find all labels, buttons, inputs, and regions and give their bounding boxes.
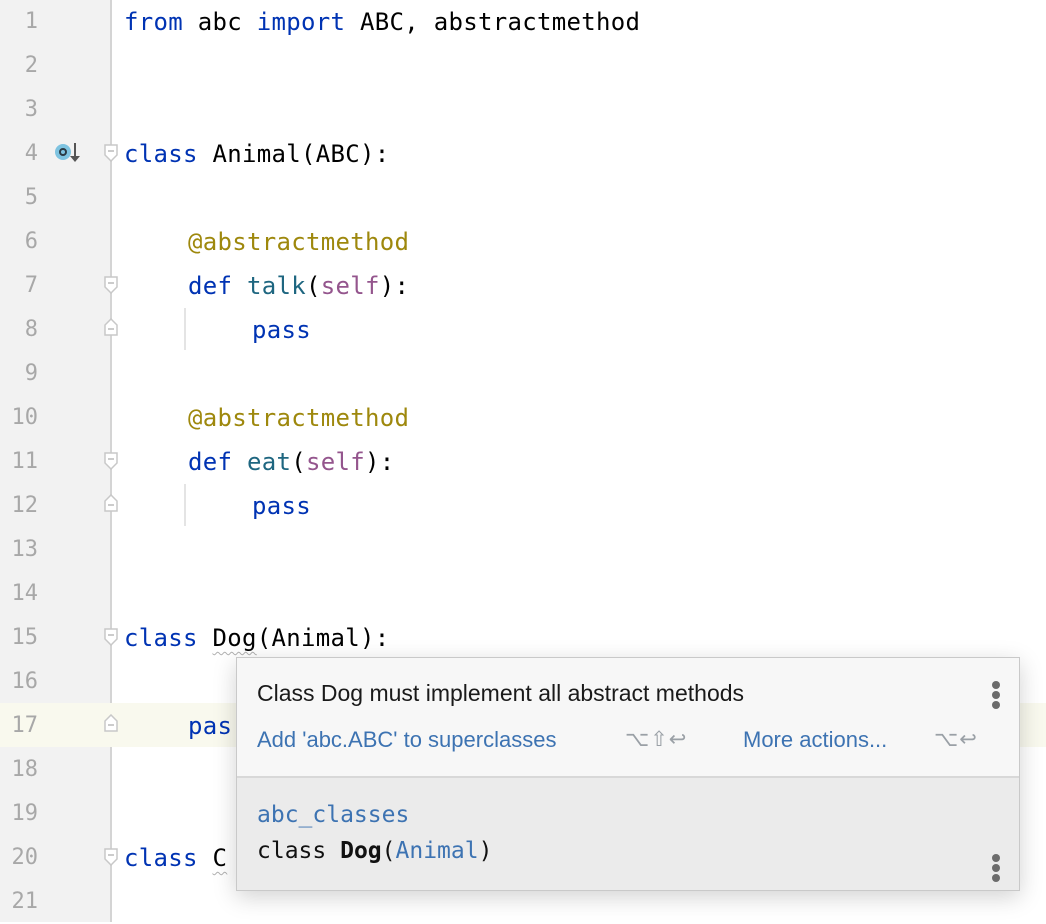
line-number: 2 bbox=[24, 53, 38, 78]
code-text: ABC, abstractmethod bbox=[345, 8, 641, 36]
indent-guide bbox=[184, 308, 186, 350]
code-text: ): bbox=[365, 448, 395, 476]
indent-guide bbox=[184, 484, 186, 526]
line-number: 15 bbox=[11, 625, 39, 650]
line-number: 3 bbox=[24, 97, 38, 122]
keyword: pas bbox=[188, 712, 233, 740]
inspection-popup: Class Dog must implement all abstract me… bbox=[236, 657, 1020, 891]
code-text: ( bbox=[306, 272, 321, 300]
line-number: 6 bbox=[24, 229, 38, 254]
self-param: self bbox=[306, 448, 365, 476]
function-name: eat bbox=[247, 448, 292, 476]
code-line-12[interactable]: pass bbox=[252, 484, 311, 528]
line-number: 9 bbox=[24, 361, 38, 386]
line-number: 4 bbox=[24, 141, 38, 166]
code-line-6[interactable]: @abstractmethod bbox=[188, 220, 409, 264]
line-number: 21 bbox=[11, 889, 39, 914]
code-line-8[interactable]: pass bbox=[252, 308, 311, 352]
line-number: 5 bbox=[24, 185, 38, 210]
code-text: (Animal): bbox=[256, 624, 390, 652]
code-line-20[interactable]: class C bbox=[124, 836, 227, 880]
code-line-1[interactable]: from abc import ABC, abstractmethod bbox=[124, 0, 640, 44]
line-number: 11 bbox=[11, 449, 39, 474]
code-line-11[interactable]: def eat(self): bbox=[188, 440, 395, 484]
keyword: import bbox=[256, 8, 346, 36]
fold-collapse-icon[interactable] bbox=[104, 848, 118, 866]
line-number: 13 bbox=[11, 537, 39, 562]
more-vertical-icon[interactable] bbox=[986, 680, 1006, 710]
code-text: Animal(ABC): bbox=[197, 140, 390, 168]
self-param: self bbox=[320, 272, 380, 300]
code-line-15[interactable]: class Dog(Animal): bbox=[124, 616, 390, 660]
line-number: 17 bbox=[11, 713, 39, 738]
class-name-warning[interactable]: C bbox=[212, 844, 228, 872]
keyword: def bbox=[188, 272, 233, 300]
line-number: 10 bbox=[11, 405, 39, 430]
more-vertical-icon[interactable] bbox=[986, 853, 1006, 883]
fold-end-icon[interactable] bbox=[104, 714, 118, 732]
fold-collapse-icon[interactable] bbox=[104, 276, 118, 294]
code-line-17[interactable]: pas bbox=[188, 704, 232, 748]
class-signature: class Dog(Animal) bbox=[257, 838, 492, 864]
code-text: ( bbox=[291, 448, 306, 476]
code-text: ): bbox=[379, 272, 410, 300]
code-line-10[interactable]: @abstractmethod bbox=[188, 396, 409, 440]
line-number: 7 bbox=[24, 273, 38, 298]
decorator: @abstractmethod bbox=[188, 404, 410, 432]
keyword: class bbox=[124, 140, 198, 168]
signature-class-name: Dog bbox=[340, 838, 382, 864]
signature-base-class-link[interactable]: Animal bbox=[395, 838, 479, 864]
code-line-7[interactable]: def talk(self): bbox=[188, 264, 409, 308]
fold-collapse-icon[interactable] bbox=[104, 628, 118, 646]
fold-end-icon[interactable] bbox=[104, 318, 118, 336]
keyword: pass bbox=[252, 492, 311, 520]
line-number: 12 bbox=[11, 493, 39, 518]
more-actions-link[interactable]: More actions... bbox=[743, 727, 888, 752]
more-actions-shortcut: ⌥↩ bbox=[934, 728, 978, 751]
line-number: 8 bbox=[24, 317, 38, 342]
quick-fix-shortcut: ⌥⇧↩ bbox=[625, 728, 688, 751]
line-number: 18 bbox=[11, 757, 39, 782]
decorator: @abstractmethod bbox=[188, 228, 410, 256]
line-number: 19 bbox=[11, 801, 39, 826]
line-number: 14 bbox=[11, 581, 39, 606]
keyword: pass bbox=[252, 316, 311, 344]
quick-fix-link[interactable]: Add 'abc.ABC' to superclasses bbox=[257, 727, 557, 752]
fold-collapse-icon[interactable] bbox=[104, 452, 118, 470]
line-number: 20 bbox=[11, 845, 39, 870]
class-name-warning[interactable]: Dog bbox=[212, 624, 257, 652]
line-number: 16 bbox=[11, 669, 39, 694]
inspection-message: Class Dog must implement all abstract me… bbox=[257, 680, 745, 706]
documentation-section: abc_classes class Dog(Animal) bbox=[237, 776, 1019, 890]
signature-paren: ) bbox=[478, 838, 493, 864]
signature-keyword: class bbox=[257, 838, 341, 864]
function-name: talk bbox=[247, 272, 306, 300]
signature-paren: ( bbox=[381, 838, 396, 864]
line-number: 1 bbox=[24, 9, 38, 34]
fold-collapse-icon[interactable] bbox=[104, 144, 118, 162]
keyword: class bbox=[124, 844, 198, 872]
keyword: class bbox=[124, 624, 198, 652]
keyword: def bbox=[188, 448, 233, 476]
implemented-method-icon[interactable] bbox=[54, 141, 82, 169]
code-text: abc bbox=[183, 8, 257, 36]
module-name[interactable]: abc_classes bbox=[257, 802, 410, 828]
keyword: from bbox=[124, 8, 183, 36]
fold-end-icon[interactable] bbox=[104, 494, 118, 512]
code-line-4[interactable]: class Animal(ABC): bbox=[124, 132, 390, 176]
